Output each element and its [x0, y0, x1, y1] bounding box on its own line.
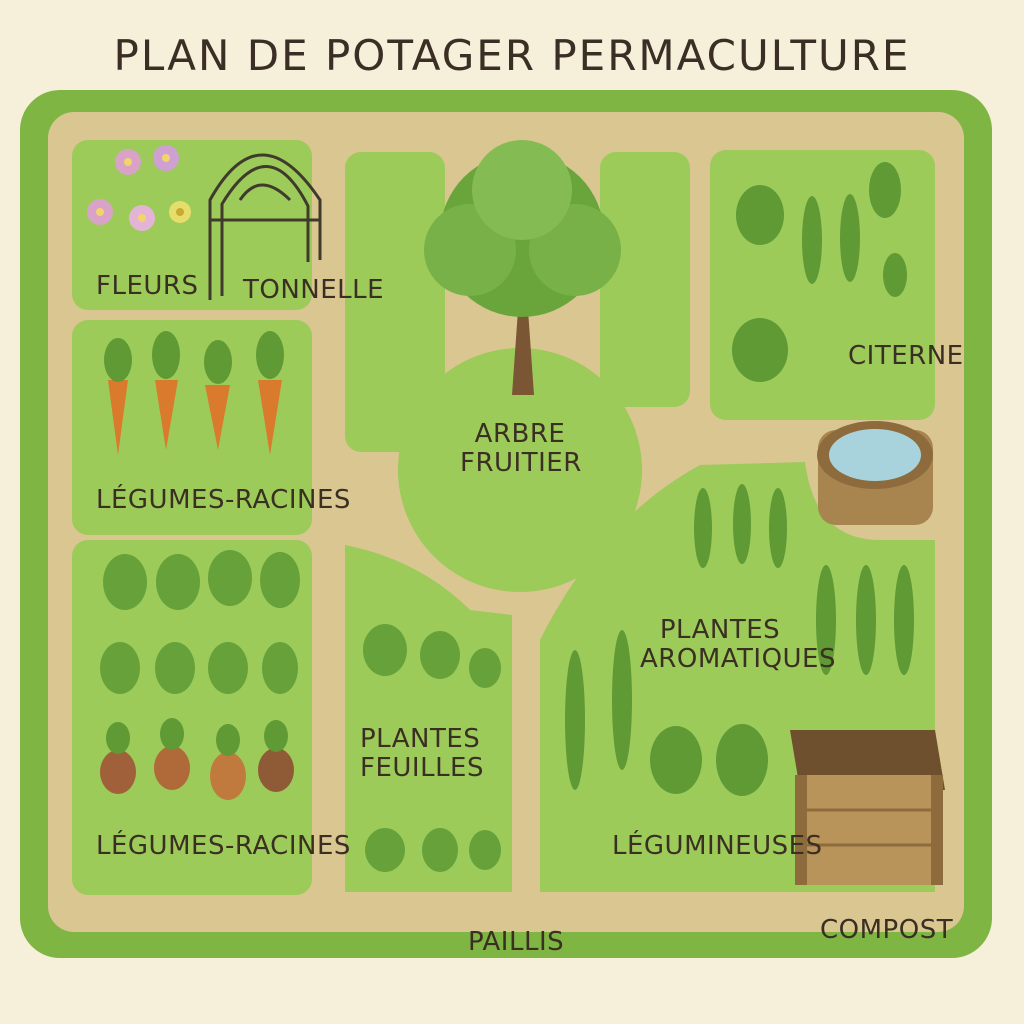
- label-plantes-aromatiques-line1: PLANTES: [659, 615, 781, 645]
- bed-top-middle-left: [345, 152, 445, 452]
- compost-bin: [790, 730, 945, 885]
- leafy-greens-plants: [363, 624, 501, 872]
- bed-fruit-tree-circle: [398, 348, 642, 592]
- label-legumes-racines-top: LÉGUMES-RACINES: [96, 485, 351, 515]
- label-plantes-aromatiques: PLANTES AROMATIQUES: [640, 615, 836, 675]
- label-fleurs: FLEURS: [96, 271, 199, 301]
- page-title: PLAN DE POTAGER PERMACULTURE: [113, 31, 911, 80]
- label-plantes-feuilles: PLANTES FEUILLES: [360, 724, 484, 784]
- label-legumineuses: LÉGUMINEUSES: [612, 831, 823, 861]
- carrots-row: [104, 331, 284, 455]
- leafy-plants-left: [100, 550, 300, 694]
- bed-flowers: [72, 140, 312, 310]
- fruit-tree: [424, 140, 621, 395]
- aromatic-herbs: [694, 484, 914, 675]
- bed-root-vegetables-bottom: [72, 540, 312, 895]
- label-arbre-fruitier: ARBRE FRUITIER: [460, 419, 582, 479]
- legume-plants: [565, 630, 768, 796]
- label-arbre-fruitier-line2: FRUITIER: [460, 448, 582, 479]
- label-paillis: PAILLIS: [468, 927, 565, 957]
- top-right-plants: [732, 162, 907, 382]
- label-plantes-aromatiques-line2: AROMATIQUES: [640, 644, 836, 675]
- label-arbre-fruitier-line1: ARBRE: [474, 419, 566, 449]
- beets-row: [100, 718, 294, 800]
- arbor-drawing: [208, 153, 322, 300]
- label-legumes-racines-bottom: LÉGUMES-RACINES: [96, 831, 351, 861]
- label-tonnelle: TONNELLE: [243, 275, 385, 305]
- bed-root-vegetables-top: [72, 320, 312, 535]
- label-citerne: CITERNE: [848, 341, 964, 371]
- flowers-group: [87, 145, 191, 231]
- label-plantes-feuilles-line1: PLANTES: [360, 724, 481, 754]
- cistern-drawing: [817, 421, 933, 525]
- label-plantes-feuilles-line2: FEUILLES: [360, 753, 484, 784]
- label-compost: COMPOST: [820, 915, 954, 945]
- bed-top-middle-right: [600, 152, 690, 407]
